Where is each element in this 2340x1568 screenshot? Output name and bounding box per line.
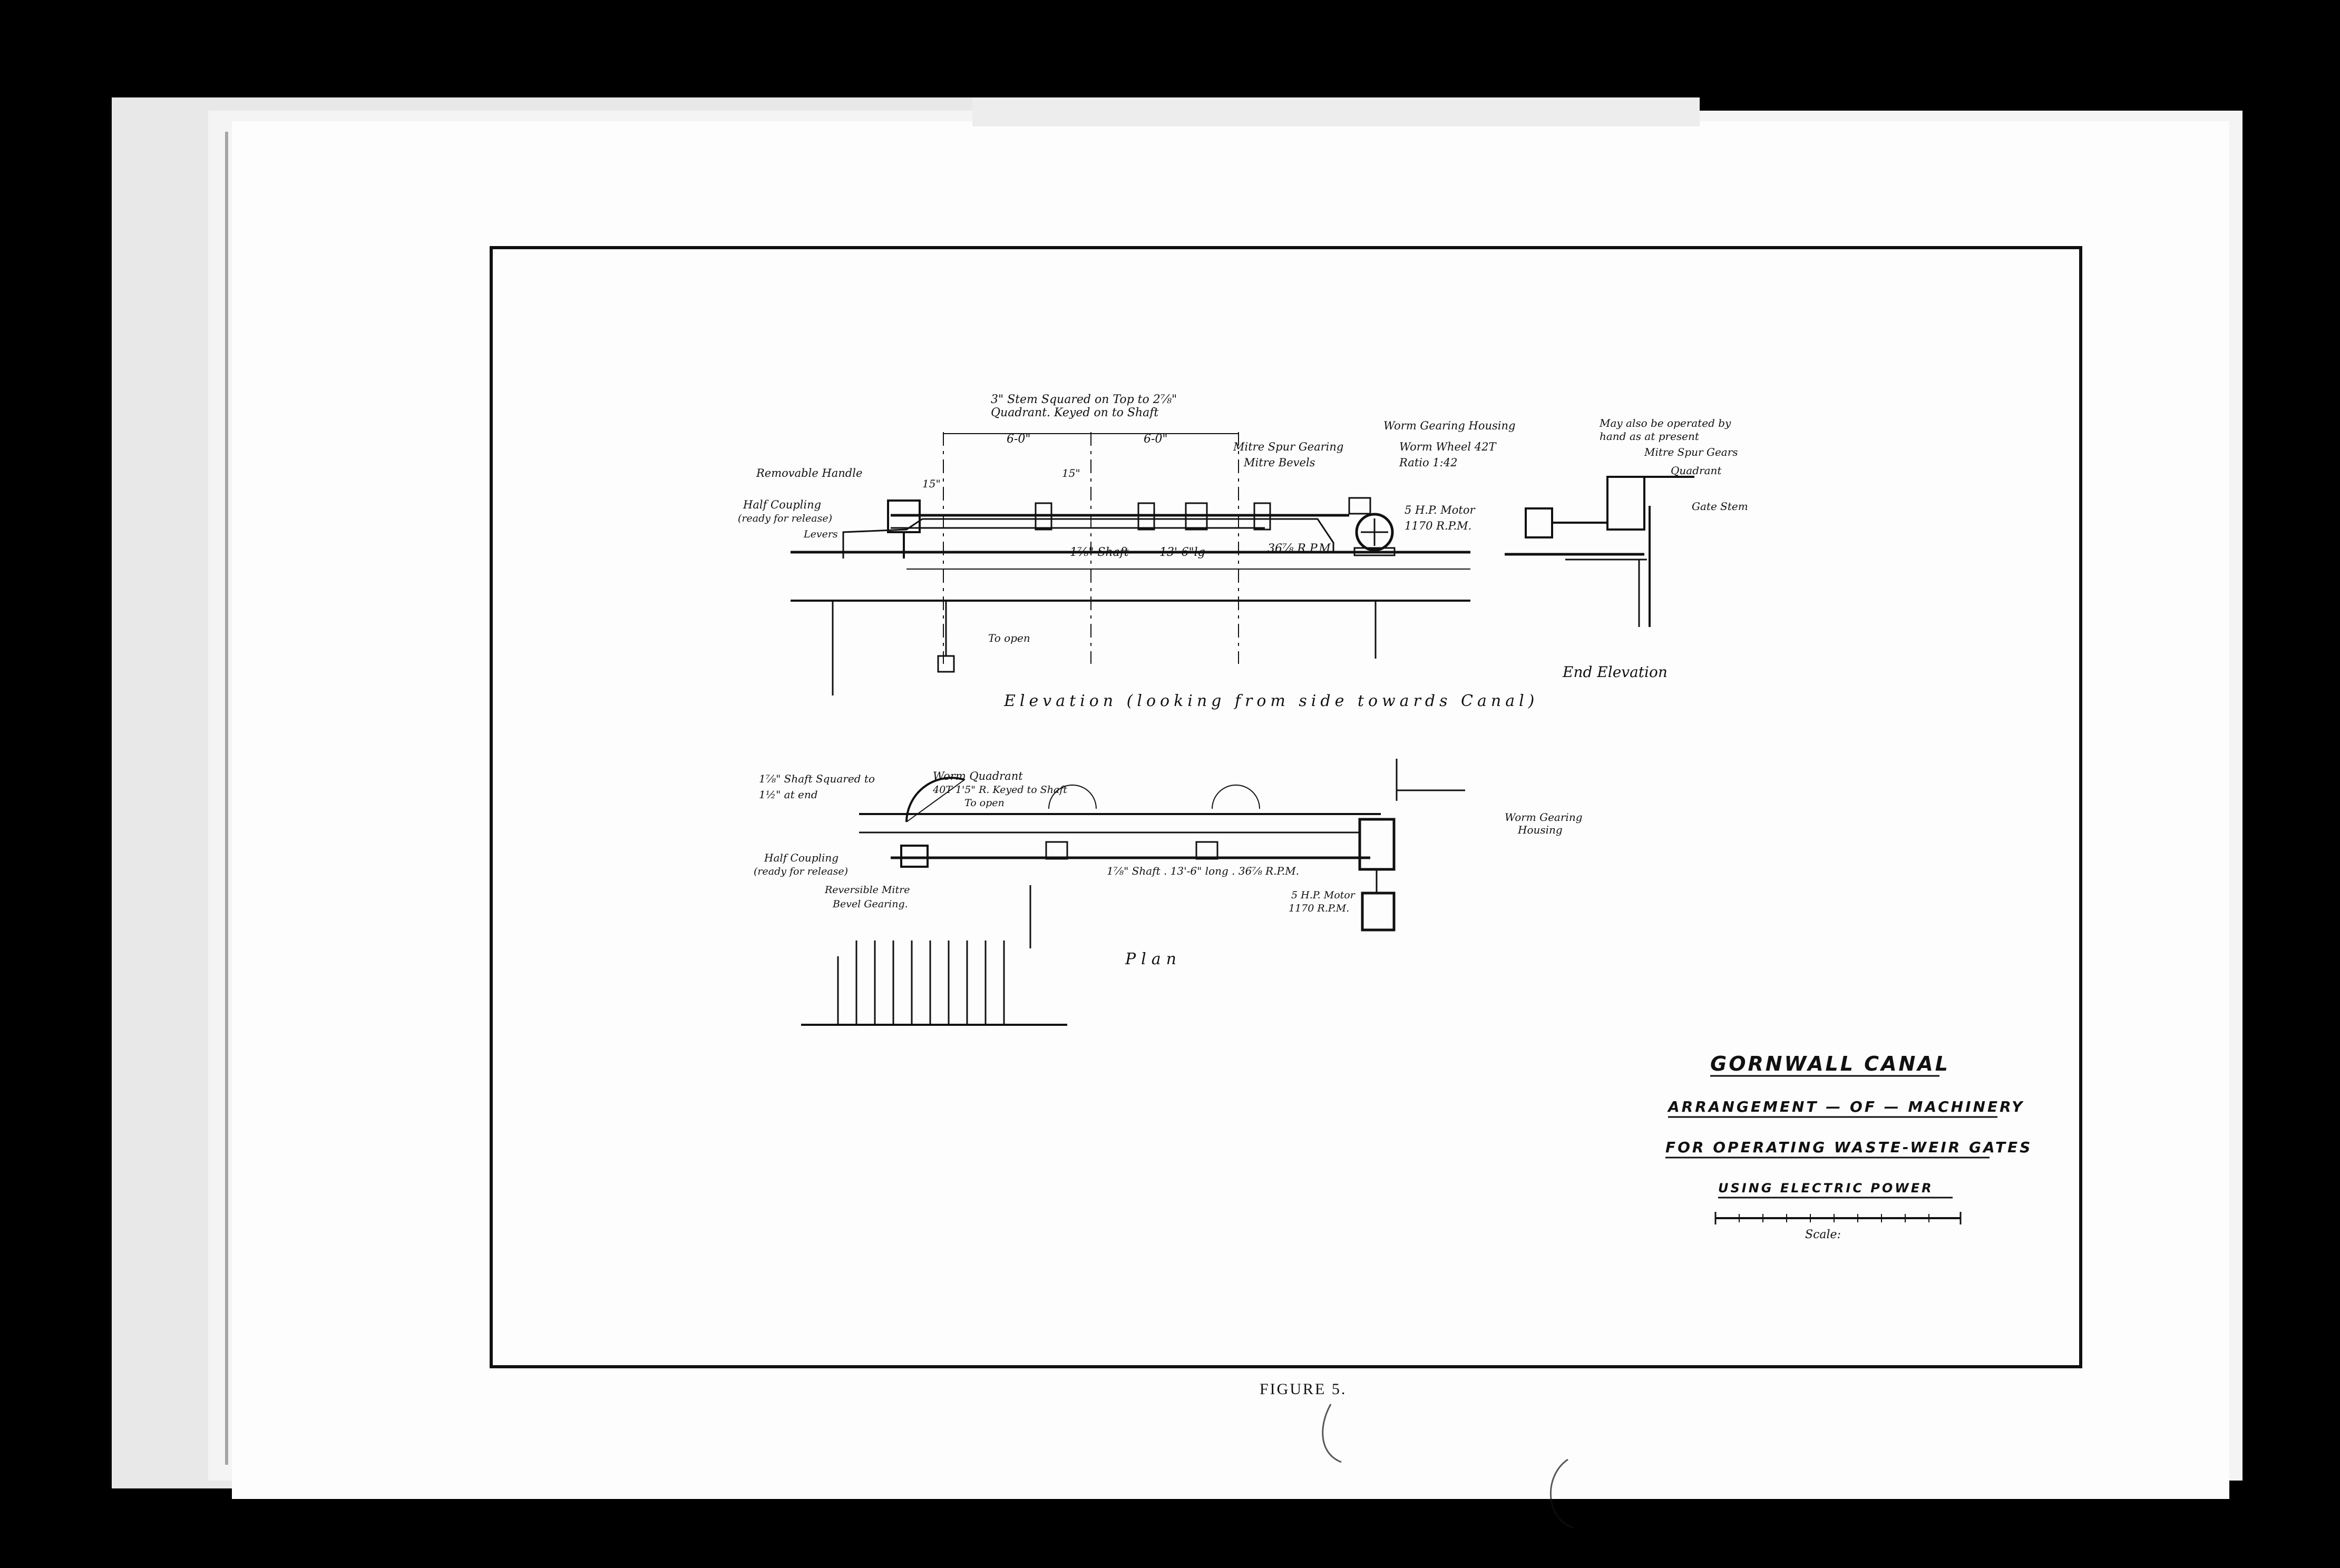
label-to-open: To open (988, 632, 1030, 644)
label-shaft-squared: 1⅞" Shaft Squared to (759, 772, 875, 785)
plan-gate-arc-2 (1212, 785, 1260, 809)
elevation-view: 3" Stem Squared on Top to 2⅞" Quadrant. … (738, 393, 1538, 710)
plan-view-label: Plan (1125, 950, 1182, 968)
label-shaft-len: 13'-6"lg (1159, 546, 1205, 559)
stem-foot (937, 655, 955, 673)
label-dim-6b: 6-0" (1144, 433, 1168, 446)
label-shaft: 1⅞" Shaft (1070, 546, 1129, 559)
top-tab (972, 97, 1700, 126)
label-plan-ready-release: (ready for release) (754, 866, 848, 877)
label-at-end: 1½" at end (759, 788, 818, 801)
label-stem-squared: 3" Stem Squared on Top to 2⅞" (991, 393, 1177, 406)
plan-view: Worm Quadrant 40T 1'5" R. Keyed to Shaft… (754, 759, 1583, 1026)
label-quadrant-spec: 40T 1'5" R. Keyed to Shaft (932, 784, 1067, 796)
label-plan-motor: 5 H.P. Motor (1291, 889, 1356, 901)
label-bevel-gearing: Bevel Gearing. (832, 898, 908, 910)
bearing-2 (1137, 502, 1155, 531)
plan-bevel-gearing (900, 845, 929, 868)
label-motor: 5 H.P. Motor (1405, 504, 1476, 516)
label-rpm: 36⅞ R.P.M. (1267, 542, 1334, 555)
title-block: GORNWALL CANAL ARRANGEMENT — OF — MACHIN… (1665, 1052, 2032, 1241)
motor-elev (1355, 513, 1394, 552)
label-reversible: Reversible Mitre (824, 884, 910, 896)
label-mitre-bevels: Mitre Bevels (1243, 456, 1315, 469)
worm-housing-elev (1348, 497, 1371, 515)
scale-bar (1714, 1212, 1962, 1224)
pencil-mark-2 (1550, 1458, 1574, 1529)
bearing-1 (1035, 502, 1052, 531)
label-plan-motor-rpm: 1170 R.P.M. (1289, 903, 1349, 914)
label-plan-housing: Housing (1517, 824, 1563, 836)
label-plan-shaft-spec: 1⅞" Shaft . 13'-6" long . 36⅞ R.P.M. (1107, 865, 1299, 877)
end-elevation-view: May also be operated by hand as at prese… (1505, 417, 1748, 681)
label-plan-worm-housing: Worm Gearing (1505, 811, 1583, 824)
label-dim-6a: 6-0" (1007, 433, 1031, 446)
label-ready-release: (ready for release) (738, 513, 832, 524)
plan-motor (1361, 891, 1396, 932)
label-worm-quadrant: Worm Quadrant (933, 770, 1023, 782)
label-removable-handle: Removable Handle (756, 467, 862, 479)
figure-caption: FIGURE 5. (1260, 1380, 1347, 1398)
machinery-base (842, 518, 1334, 558)
page-sheet (232, 121, 2229, 1499)
label-hand-present: hand as at present (1600, 430, 1700, 443)
bearing-3 (1253, 502, 1271, 531)
sheet-subtitle-1: ARRANGEMENT — OF — MACHINERY (1667, 1098, 2024, 1115)
label-worm-housing: Worm Gearing Housing (1383, 419, 1516, 432)
worm-quadrant-arc (905, 777, 965, 822)
sheet-title: GORNWALL CANAL (1710, 1052, 1950, 1075)
label-mitre-spur-gears: Mitre Spur Gears (1644, 446, 1738, 458)
label-quadrant-keyed: Quadrant. Keyed on to Shaft (991, 406, 1158, 419)
label-worm-wheel: Worm Wheel 42T (1399, 440, 1497, 453)
label-dim-15a: 15" (922, 477, 941, 490)
label-dim-15b: 15" (1062, 467, 1080, 479)
worm-quadrant-radius (906, 779, 965, 822)
scale-label: Scale: (1805, 1228, 1841, 1241)
label-levers: Levers (803, 528, 838, 540)
plan-bearing-2 (1195, 841, 1218, 860)
elevation-view-label: Elevation (looking from side towards Can… (1003, 692, 1538, 710)
label-motor-rpm: 1170 R.P.M. (1405, 520, 1471, 532)
sheet-subtitle-3: USING ELECTRIC POWER (1718, 1181, 1934, 1195)
label-plan-to-open: To open (964, 797, 1005, 809)
mitre-gear-elev (1185, 502, 1208, 531)
drawing-border (490, 246, 2082, 1368)
motor-base (1353, 547, 1396, 556)
label-ratio: Ratio 1:42 (1399, 456, 1457, 469)
pencil-mark-1 (1322, 1404, 1342, 1463)
plan-hatching (801, 940, 1067, 1026)
label-plan-half-coupling: Half Coupling (764, 851, 838, 864)
label-half-coupling: Half Coupling (743, 498, 821, 511)
label-mitre-spur: Mitre Spur Gearing (1233, 440, 1343, 453)
end-elevation-view-label: End Elevation (1562, 663, 1668, 681)
label-may-also: May also be operated by (1599, 417, 1731, 429)
label-gate-stem: Gate Stem (1692, 500, 1748, 513)
plan-gate-arc-1 (1048, 785, 1097, 809)
plan-bearing-1 (1045, 841, 1068, 860)
label-quadrant: Quadrant (1671, 464, 1722, 477)
sheet-subtitle-2: FOR OPERATING WASTE-WEIR GATES (1665, 1139, 2032, 1156)
